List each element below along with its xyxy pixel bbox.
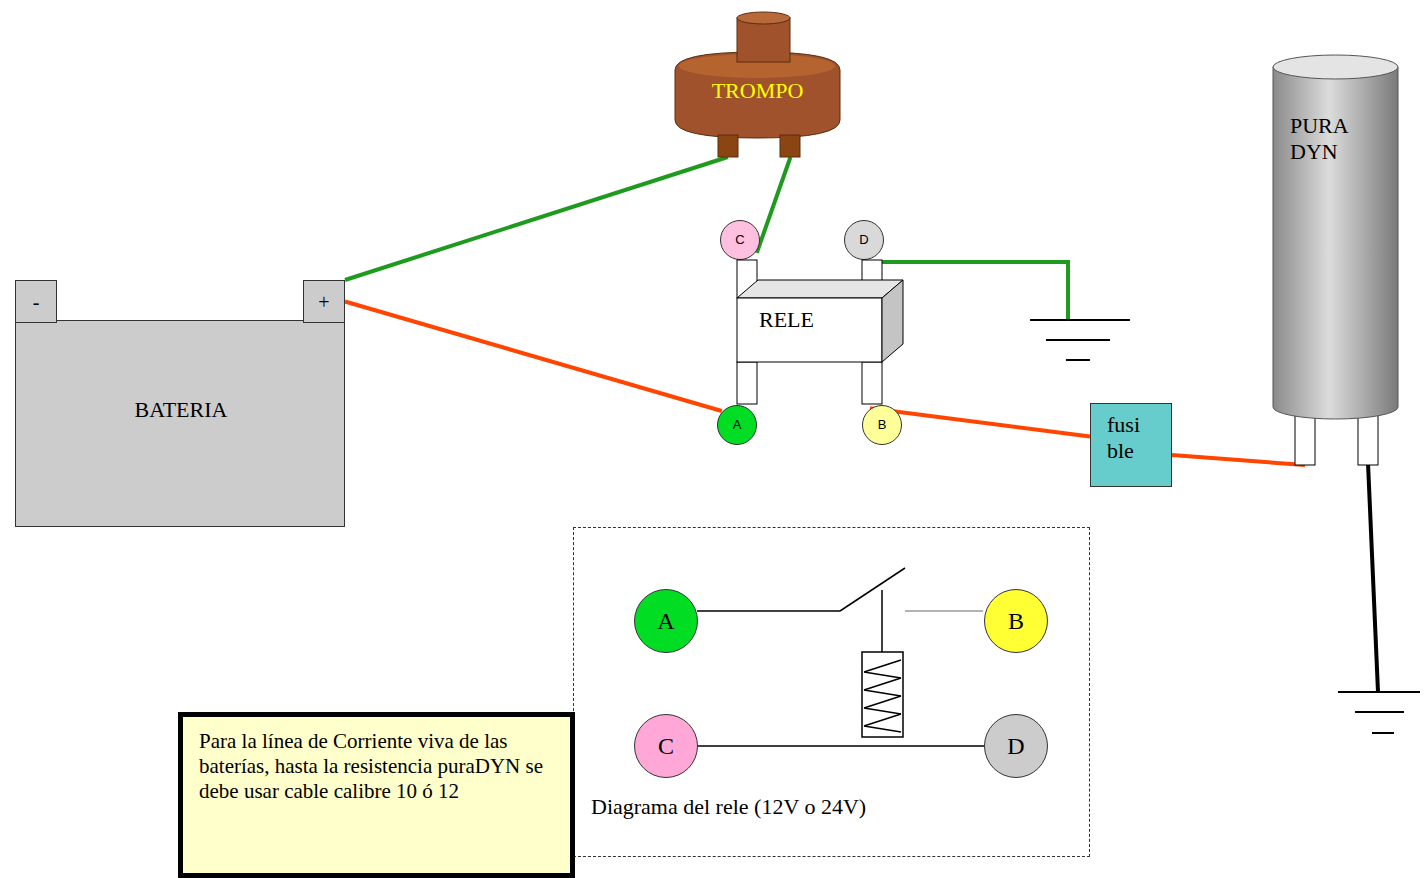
terminal-circle: B [862, 405, 902, 445]
coil-windings [864, 660, 901, 732]
pin-circle: A [634, 589, 698, 653]
node-label: D [1007, 732, 1024, 761]
node-label: + [318, 290, 329, 314]
ground-symbol [1030, 320, 1130, 360]
node-label: D [859, 232, 868, 248]
node-label: Diagrama del rele (12V o 24V) [591, 794, 866, 820]
wire [757, 157, 791, 253]
pin-circle: D [984, 714, 1048, 778]
coil-symbol [862, 652, 903, 737]
battery-terminal: - [15, 280, 57, 323]
switch-contact [905, 610, 983, 612]
node-label: C [658, 732, 674, 761]
note-box: Para la línea de Corriente viva de las b… [178, 712, 575, 878]
pin-circle: C [634, 714, 698, 778]
node-label: C [735, 232, 744, 248]
node-label: A [733, 417, 742, 433]
pin-circle: B [984, 589, 1048, 653]
node-label: Para la línea de Corriente viva de las b… [199, 729, 549, 805]
wire [345, 157, 728, 280]
node-label: TROMPO [675, 78, 840, 104]
ground-symbol [1338, 692, 1420, 733]
battery-terminal: + [303, 280, 345, 323]
terminal-circle: D [844, 220, 884, 260]
node-label: BATERIA [16, 397, 346, 423]
battery-box: BATERIA-+ [15, 320, 345, 527]
terminal-circle: C [720, 220, 760, 260]
node-label: B [878, 417, 887, 433]
switch-blade [840, 568, 905, 611]
node-label: fusi ble [1107, 412, 1163, 465]
ground-wire [1368, 463, 1378, 692]
trompo-switch: TROMPO [675, 10, 840, 157]
wire [870, 408, 1090, 436]
node-label: PURA DYN [1290, 113, 1370, 166]
node-label: - [33, 290, 40, 314]
wire [345, 302, 722, 412]
wire [1172, 455, 1305, 465]
ground-wire [882, 262, 1068, 320]
terminal-circle: A [717, 405, 757, 445]
coil-link [881, 590, 883, 652]
node-label: A [657, 607, 674, 636]
resistor-cylinder: PURA DYN [1273, 55, 1398, 465]
switch-wire [697, 610, 840, 612]
node-label: B [1008, 607, 1024, 636]
wire [698, 745, 984, 747]
relay-box: RELE [737, 280, 903, 362]
node-label: RELE [759, 307, 814, 333]
relay-diagram-frame: Diagrama del rele (12V o 24V) A B C D [573, 527, 1090, 857]
fuse-box: fusi ble [1090, 403, 1172, 487]
